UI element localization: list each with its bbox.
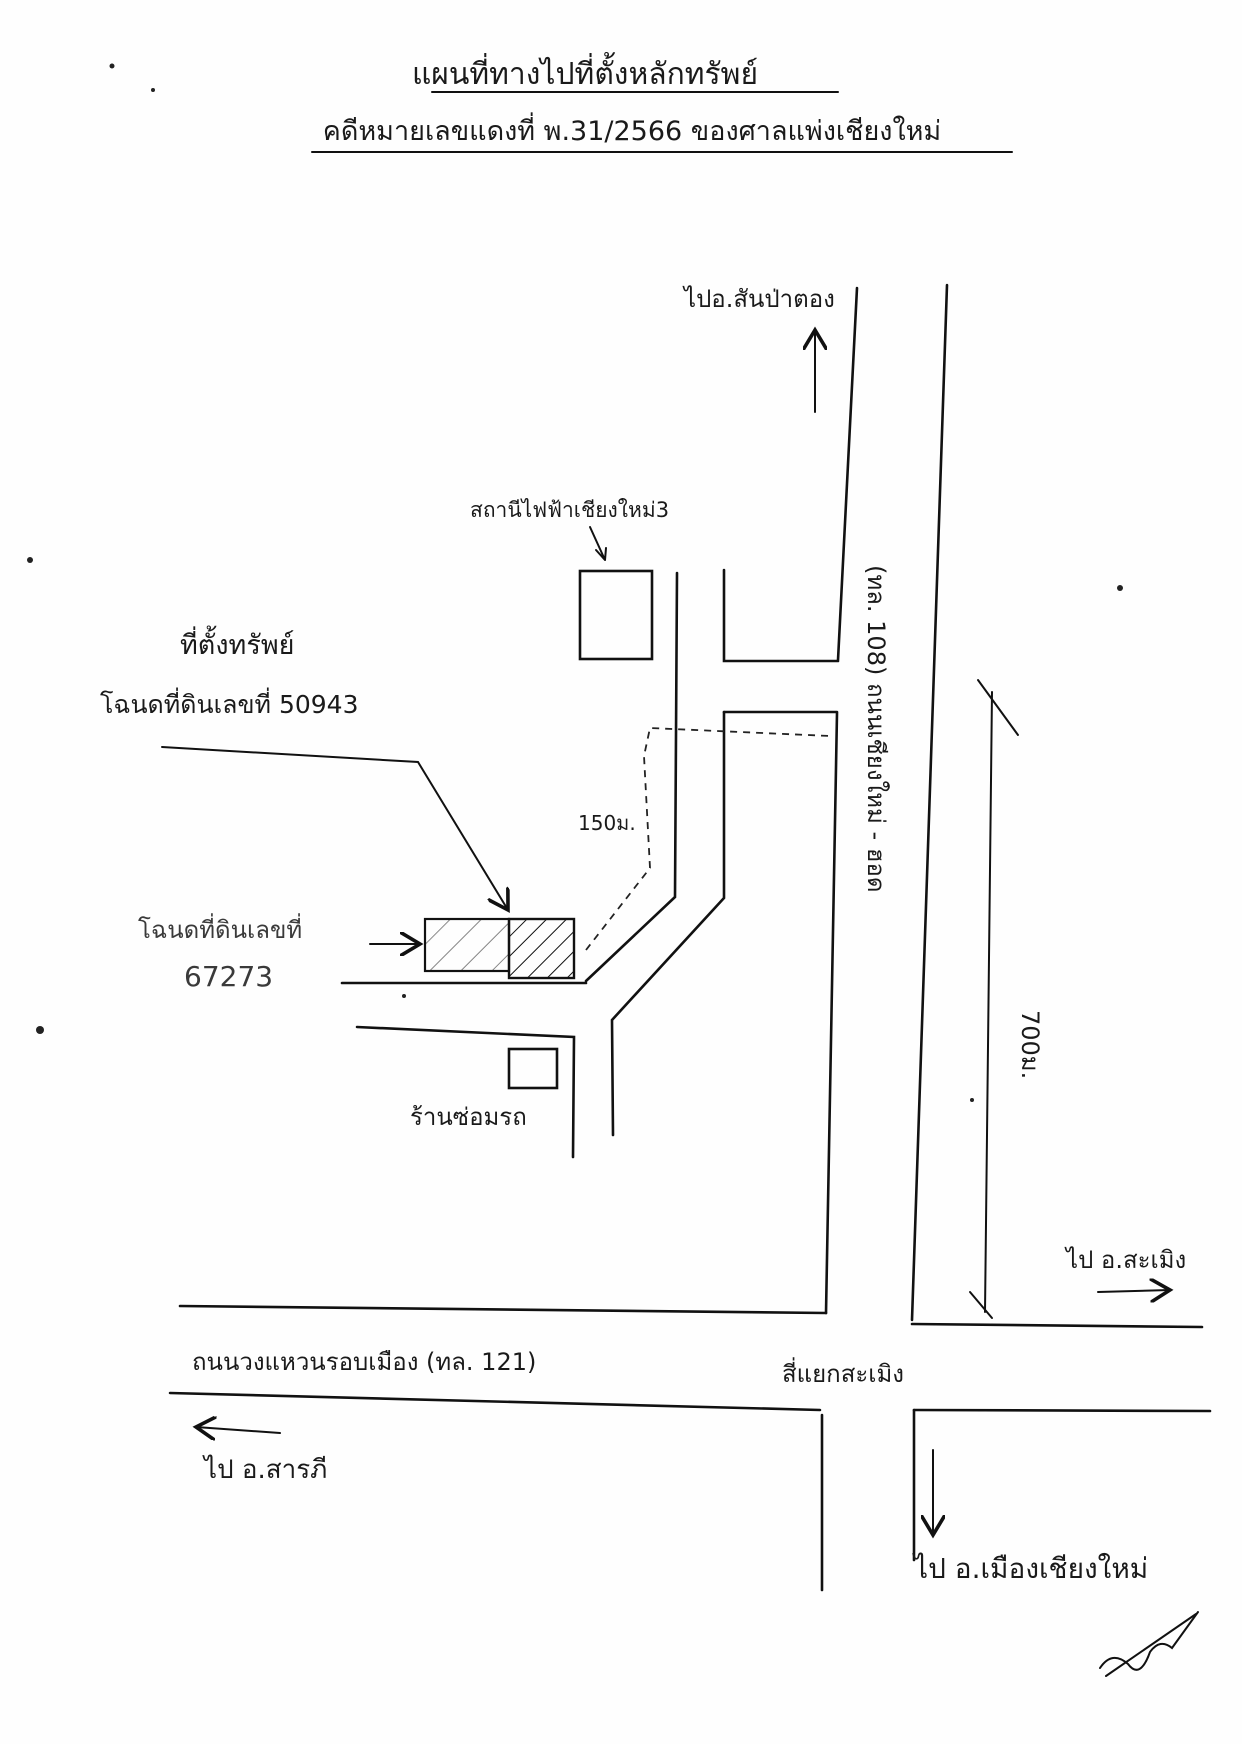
highway-108-west-edge-south [824, 711, 839, 1315]
frontage-road-south [355, 1025, 576, 1159]
route-dashed [585, 727, 831, 951]
distance-700-label: 700ม. [1016, 1010, 1044, 1079]
distance-700-line [984, 691, 993, 1313]
garage-box [507, 1047, 559, 1090]
ring-road-north-edge [178, 1304, 828, 1315]
property-parcel [507, 917, 576, 980]
substation-arrow [589, 526, 607, 561]
ring-road-label: ถนนวงแหวนรอบเมือง (ทล. 121) [192, 1348, 536, 1376]
arrow-to-samoeng [1097, 1290, 1170, 1292]
property-pointer [161, 746, 508, 910]
property-title: ที่ตั้งทรัพย์ [180, 625, 294, 661]
intersection-label: สี่แยกสะเมิง [782, 1357, 904, 1388]
arrow-to-saraphi [196, 1427, 281, 1433]
map-title: แผนที่ทางไปที่ตั้งหลักทรัพย์ [412, 52, 758, 92]
adjacent-parcel [423, 917, 511, 973]
scan-marks [27, 63, 1123, 1102]
soi-north-lower [722, 568, 840, 663]
signature [1099, 1611, 1199, 1677]
adjacent-deed-line2: 67273 [184, 960, 273, 993]
highway-108-label: (ทล. 108) ถนนเชียงใหม่ - ฮอด [862, 565, 890, 893]
distance-700-tick-top [977, 679, 1019, 736]
property-deed: โฉนดที่ดินเลขที่ 50943 [100, 687, 359, 719]
substation-label: สถานีไฟฟ้าเชียงใหม่3 [470, 498, 669, 522]
ring-road-south-edge [168, 1391, 822, 1412]
to-saraphi-label: ไป อ.สารภี [202, 1454, 327, 1485]
highway-108-east-edge [910, 283, 949, 1322]
substation-box [578, 569, 654, 661]
to-samoeng-label: ไป อ.สะเมิง [1064, 1246, 1186, 1274]
to-mueang-label: ไป อ.เมืองเชียงใหม่ [912, 1552, 1148, 1585]
adjacent-deed-line1: โฉนดที่ดินเลขที่ [138, 913, 302, 944]
soi-north-upper [584, 571, 679, 983]
ring-road-north-edge-east [910, 1322, 1204, 1329]
highway-108-west-edge-north [836, 286, 859, 662]
case-subtitle: คดีหมายเลขแดงที่ พ.31/2566 ของศาลแพ่งเชี… [323, 112, 941, 147]
ring-road-south-edge-east [912, 1408, 1212, 1413]
soi-south-edge [610, 710, 726, 1137]
distance-150-label: 150ม. [578, 811, 636, 835]
distance-700-tick-bottom [969, 1291, 993, 1319]
to-sanpatong-label: ไปอ.สันป่าตอง [682, 285, 835, 313]
garage-label: ร้านซ่อมรถ [410, 1103, 527, 1131]
